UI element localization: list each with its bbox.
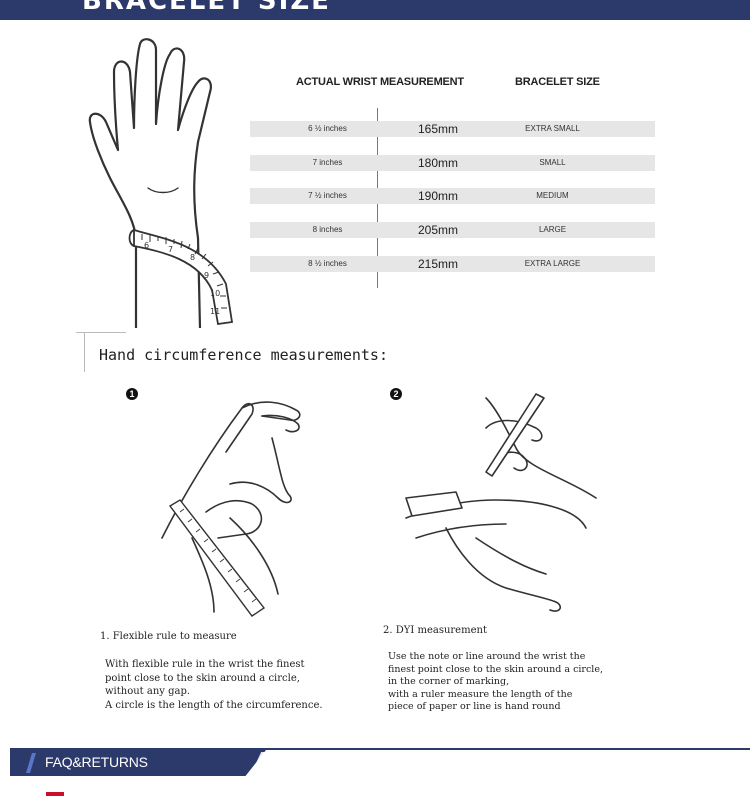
ruler-tick-9: 9: [204, 271, 209, 280]
size-row: 8 ½ inches 215mm EXTRA LARGE: [250, 256, 655, 272]
step-1-title: 1. Flexible rule to measure: [100, 631, 237, 642]
row-mm: 180mm: [417, 156, 458, 170]
ruler-tick-11: 11: [210, 307, 220, 316]
step-2-line: with a ruler measure the length of the: [388, 688, 573, 700]
step-number-badge: 2: [390, 388, 402, 400]
row-mm: 215mm: [417, 257, 458, 271]
dyi-measurement-hand-icon: [405, 393, 597, 612]
row-mm: 165mm: [417, 122, 458, 136]
header-bracelet-size: BRACELET SIZE: [515, 76, 600, 88]
banner-title: BRACELET SIZE: [82, 0, 331, 16]
row-size: LARGE: [538, 225, 567, 234]
title-corner-mark: [76, 332, 126, 333]
row-inches: 8 ½ inches: [308, 259, 347, 268]
step-1-line: without any gap.: [105, 686, 191, 697]
measurement-title: Hand circumference measurements:: [99, 346, 388, 364]
row-size: MEDIUM: [536, 191, 569, 200]
step-1-description: With flexible rule in the wrist the fine…: [105, 658, 375, 712]
step-number-badge: 1: [126, 388, 138, 400]
row-inches: 7 ½ inches: [308, 191, 347, 200]
header-actual-wrist: ACTUAL WRIST MEASUREMENT: [296, 76, 464, 88]
row-inches: 6 ½ inches: [308, 124, 347, 133]
step-2-line: Use the note or line around the wrist th…: [388, 651, 586, 662]
step-2-line: piece of paper or line is hand round: [388, 701, 561, 712]
step-2-title: 2. DYI measurement: [383, 625, 487, 636]
faq-returns-label[interactable]: FAQ&RETURNS: [45, 754, 148, 770]
hand-with-tape-icon: 6 7 8 9 10 11: [88, 38, 234, 328]
size-row: 7 inches 180mm SMALL: [250, 155, 655, 171]
ruler-tick-6: 6: [144, 241, 149, 250]
faq-returns-tab[interactable]: [10, 750, 266, 776]
size-row: 7 ½ inches 190mm MEDIUM: [250, 188, 655, 204]
step-1-line: With flexible rule in the wrist the fine…: [105, 659, 305, 670]
tab-accent-stripe: [26, 753, 36, 773]
row-size: SMALL: [539, 158, 566, 167]
ruler-tick-8: 8: [190, 253, 195, 262]
step-2-line: in the corner of marking,: [388, 676, 510, 687]
flexible-rule-hand-icon: [161, 401, 301, 617]
row-inches: 7 inches: [312, 158, 343, 167]
size-row: 8 inches 205mm LARGE: [250, 222, 655, 238]
row-mm: 205mm: [417, 223, 458, 237]
red-accent-mark: [46, 792, 64, 796]
row-size: EXTRA SMALL: [525, 124, 580, 133]
step-2-illustration: 2: [386, 388, 626, 628]
step-2-line: finest point close to the skin around a …: [388, 663, 603, 675]
size-row: 6 ½ inches 165mm EXTRA SMALL: [250, 121, 655, 137]
step-2-description: Use the note or line around the wrist th…: [388, 651, 663, 714]
size-chart: 6 7 8 9 10 11 ACTUAL WRIST MEASUREMENT B…: [0, 20, 750, 328]
row-inches: 8 inches: [312, 225, 343, 234]
faq-divider: [10, 748, 750, 750]
ruler-tick-10: 10: [210, 289, 220, 298]
row-mm: 190mm: [417, 189, 458, 203]
step-1-line: A circle is the length of the circumfere…: [105, 699, 323, 711]
step-1-line: point close to the skin around a circle,: [105, 672, 300, 684]
step-1-illustration: 1: [122, 388, 372, 628]
row-size: EXTRA LARGE: [524, 259, 581, 268]
title-corner-mark: [84, 332, 85, 372]
ruler-tick-7: 7: [168, 245, 173, 254]
top-banner: BRACELET SIZE: [0, 0, 750, 20]
